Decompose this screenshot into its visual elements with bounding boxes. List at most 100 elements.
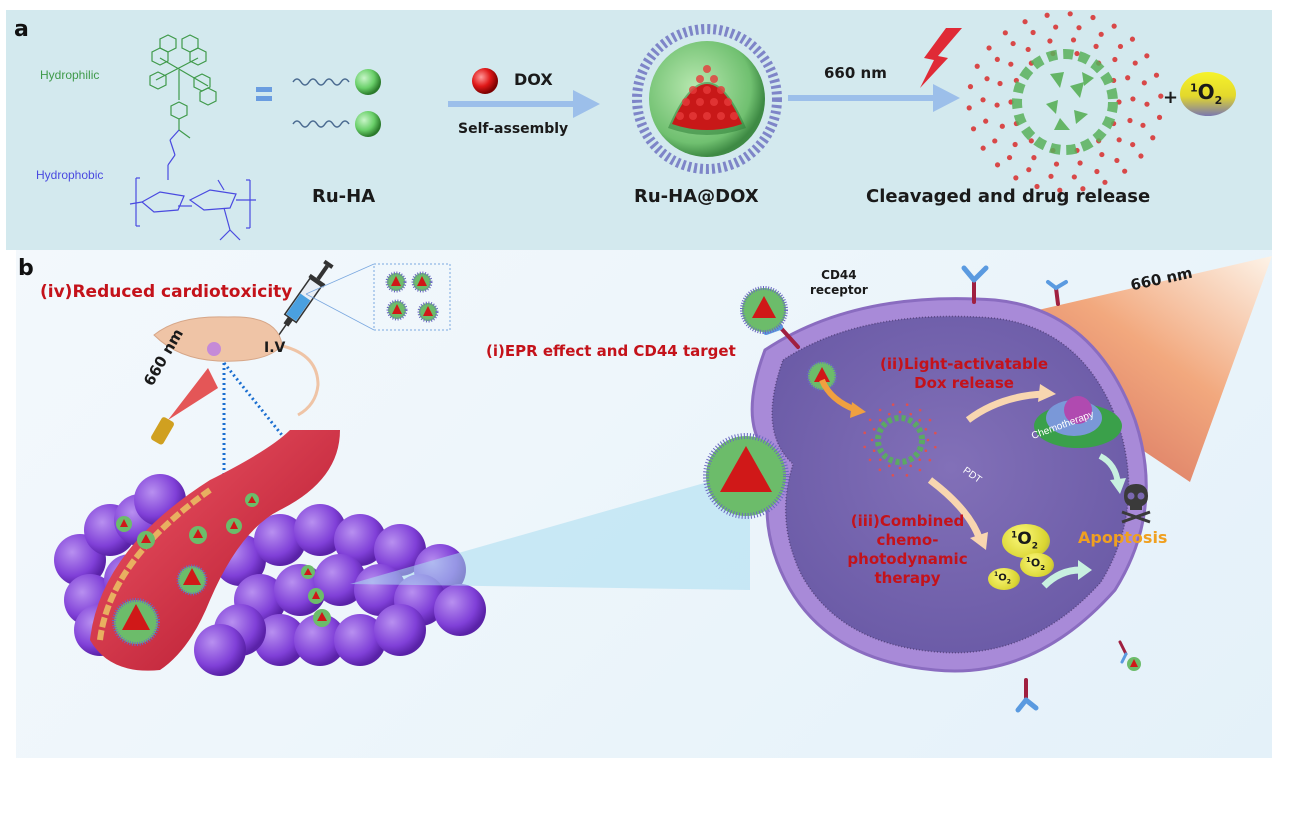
dox-dot [1006, 154, 1013, 161]
dox-dot [1031, 155, 1037, 161]
apoptosis-label: Apoptosis [1078, 528, 1168, 547]
dox-dot [1102, 179, 1108, 185]
internalized-nanoparticle [806, 360, 838, 392]
dox-dot [863, 431, 867, 435]
nucleus-er-icon [1034, 396, 1122, 448]
dox-dot [878, 458, 882, 462]
tumor-cell [254, 514, 306, 566]
dox-dot [974, 63, 980, 69]
intracellular-processes [819, 378, 1126, 589]
tumor-cell [334, 514, 386, 566]
singlet-oxygen-text: 1O2 [1190, 80, 1223, 107]
dox-dot [924, 427, 928, 431]
tumor-blood-vessel-illustration [54, 430, 486, 676]
dox-dot [984, 76, 990, 82]
dox-dot [898, 410, 902, 414]
cell-nanoparticles [703, 286, 838, 519]
dox-dot [924, 449, 928, 453]
dox-dot [1048, 173, 1054, 179]
dox-dot [1025, 46, 1031, 53]
syringe-icon [273, 259, 334, 342]
dox-dot [994, 102, 1000, 108]
dox-dot [887, 412, 891, 416]
dox-dot [918, 418, 922, 422]
hydrophilic-head-icon [355, 69, 381, 95]
dox-dot [966, 105, 972, 111]
self-assembly-arrow [448, 90, 600, 118]
ru-ha-dox-nanoparticle [632, 24, 782, 174]
dox-dot [891, 473, 895, 477]
dox-dot [992, 138, 998, 144]
dox-dot [887, 464, 891, 468]
wavelength-label-a: 660 nm [824, 64, 887, 82]
panel-a-letter: a [14, 17, 29, 42]
mouse-illustration [153, 316, 320, 417]
dox-dot [1028, 138, 1034, 144]
dox-dot [1077, 160, 1083, 166]
light-activation-arrow [788, 84, 960, 112]
tumor-cell [434, 584, 486, 636]
dox-dot [1071, 174, 1077, 180]
nanoparticle-zoom-inset [305, 263, 451, 331]
dox-dot [1122, 168, 1128, 174]
hydrophilic-label: Hydrophilic [40, 68, 100, 82]
dox-dot [905, 474, 909, 477]
lightning-bolt-icon [920, 28, 962, 88]
step-iv-label: (iv)Reduced cardiotoxicity [40, 282, 293, 302]
dox-dot [868, 418, 872, 422]
dox-dot [1144, 101, 1150, 107]
dox-dot [1132, 60, 1138, 66]
dox-dot [1111, 23, 1117, 29]
step-iii-label: (iii)Combined chemo-photodynamic therapy [847, 512, 968, 587]
cd44-receptor-icon [961, 265, 989, 304]
dox-dot [1144, 53, 1150, 59]
dox-sphere-icon [472, 68, 498, 94]
dox-dot [1093, 43, 1099, 49]
ru-complex-structure [149, 34, 217, 139]
dox-dot [891, 403, 895, 406]
hydrophobic-tail [292, 78, 350, 86]
dox-dot [1129, 36, 1136, 42]
dox-dot [1130, 96, 1136, 102]
dox-dot [1012, 141, 1018, 148]
singlet-oxygen-bubble: 1O2 [1020, 553, 1054, 577]
cleavage-label: Cleavaged and drug release [866, 186, 1151, 207]
zoom-cone [350, 470, 750, 590]
dox-dot [918, 458, 922, 462]
endocytosing-nanoparticle [703, 433, 789, 519]
pdt-arrow [927, 477, 984, 542]
tumor-cell [374, 524, 426, 576]
amphiphile-icons [292, 69, 381, 137]
dox-dot [928, 458, 932, 462]
dox-dot [980, 145, 986, 151]
dox-dot [967, 84, 974, 90]
dox-dot [1070, 37, 1077, 43]
dox-dot [1067, 11, 1073, 17]
dox-dot [1127, 117, 1133, 124]
ru-ha-label: Ru-HA [312, 186, 376, 207]
dox-dot [1080, 186, 1086, 192]
dox-dot [1090, 14, 1096, 21]
dox-dot [1053, 161, 1060, 167]
ha-backbone-structure [129, 129, 256, 241]
dox-dot [918, 468, 922, 472]
dox-dot [1076, 25, 1082, 31]
equals-sign-bottom [256, 96, 272, 101]
plus-sign: + [1163, 87, 1179, 108]
dox-dot [868, 458, 872, 462]
step-i-label: (i)EPR effect and CD44 target [486, 342, 736, 360]
dox-dot [1044, 12, 1050, 18]
dox-dot [1140, 122, 1146, 128]
intracellular-released-particle [863, 403, 937, 477]
dox-dot [1125, 75, 1131, 81]
singlet-oxygen-bubble: 1O2 [1002, 524, 1050, 558]
dox-dot [909, 464, 913, 468]
step-ii-label: (ii)Light-activatable Dox release [880, 355, 1049, 392]
singlet-oxygen-bubble: 1O2 [988, 568, 1020, 590]
dox-dot [1130, 141, 1136, 148]
dox-dot [1010, 40, 1016, 47]
cd44-receptor-icon [1046, 280, 1068, 306]
dox-dot [928, 418, 932, 422]
inset-nanoparticles [385, 271, 439, 323]
dox-dot [1026, 167, 1032, 173]
